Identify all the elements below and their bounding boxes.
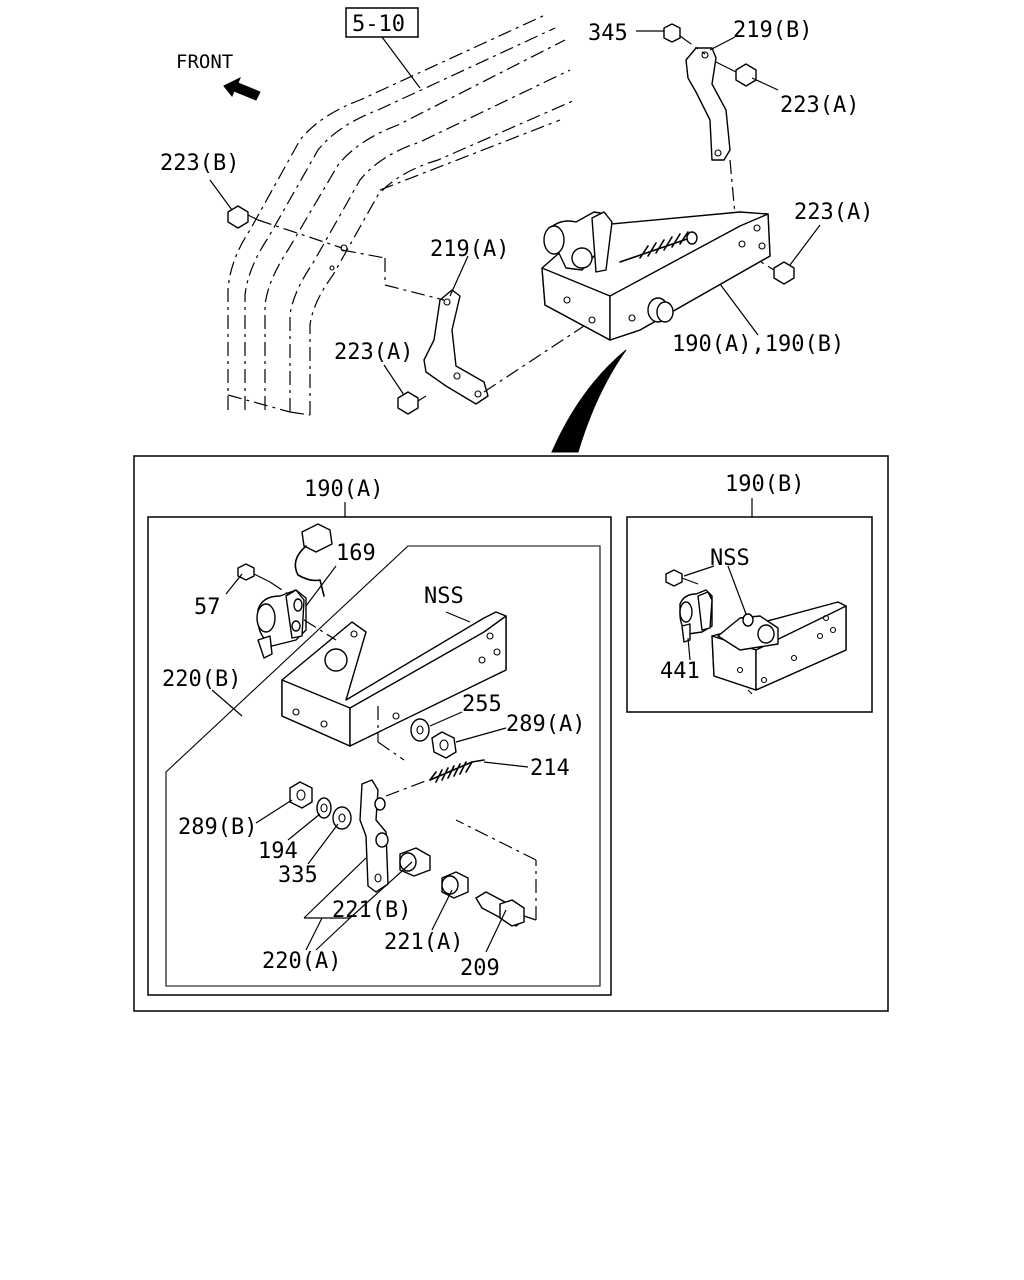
spring-214 (385, 759, 485, 797)
detail-a-leaders (211, 565, 529, 953)
label-190a: 190(A) (304, 477, 383, 502)
mechanism-190b (665, 569, 847, 695)
label-223a-top: 223(A) (780, 93, 859, 118)
front-arrow-icon (223, 76, 261, 101)
label-441: 441 (660, 659, 700, 684)
bracket-220b (281, 611, 507, 761)
cab-frame (227, 14, 576, 416)
nut-289a (431, 731, 457, 759)
label-255: 255 (462, 692, 502, 717)
label-194: 194 (258, 839, 298, 864)
label-190ab: 190(A),190(B) (672, 332, 844, 357)
bolt-209 (455, 819, 537, 927)
label-nss-190a: NSS (424, 584, 464, 609)
label-345: 345 (588, 21, 628, 46)
bracket-219a (341, 249, 591, 405)
bushing-221a (441, 871, 469, 899)
label-nss-190b: NSS (710, 546, 750, 571)
label-221a: 221(A) (384, 930, 463, 955)
reference-box-label: 5-10 (352, 12, 405, 37)
label-169: 169 (336, 541, 376, 566)
front-indicator: FRONT (176, 51, 261, 101)
reference-box: 5-10 (345, 7, 421, 89)
bolt-223a-left (397, 391, 427, 415)
detail-b-leaders (683, 565, 747, 661)
label-219a: 219(A) (430, 237, 509, 262)
front-label: FRONT (176, 51, 233, 73)
label-220a: 220(A) (262, 949, 341, 974)
nut-289b (289, 781, 313, 809)
label-220b: 220(B) (162, 667, 241, 692)
washer-255 (410, 718, 430, 742)
bracket-219b (685, 47, 736, 216)
label-57: 57 (194, 595, 221, 620)
mechanism-190 (541, 211, 771, 341)
detail-arrow (551, 349, 627, 453)
lever-220a (359, 779, 389, 893)
label-209: 209 (460, 956, 500, 981)
label-223a-right: 223(A) (794, 200, 873, 225)
label-335: 335 (278, 863, 318, 888)
bushing-221b (399, 847, 431, 877)
washer-335 (332, 806, 352, 830)
sensor-169 (256, 523, 333, 659)
washer-194 (316, 797, 332, 819)
label-289b: 289(B) (178, 815, 257, 840)
label-214: 214 (530, 756, 570, 781)
bolt-223a-top (715, 61, 757, 87)
bolt-223b (227, 205, 343, 249)
label-223a-left: 223(A) (334, 340, 413, 365)
label-190b: 190(B) (725, 472, 804, 497)
label-219b: 219(B) (733, 18, 812, 43)
label-223b: 223(B) (160, 151, 239, 176)
nut-345 (663, 23, 706, 55)
top-leaders (209, 30, 821, 396)
detail-panel: 190(A) 190(B) (133, 455, 889, 1012)
label-221b: 221(B) (332, 898, 411, 923)
label-289a: 289(A) (506, 712, 585, 737)
screw-57 (237, 563, 289, 595)
